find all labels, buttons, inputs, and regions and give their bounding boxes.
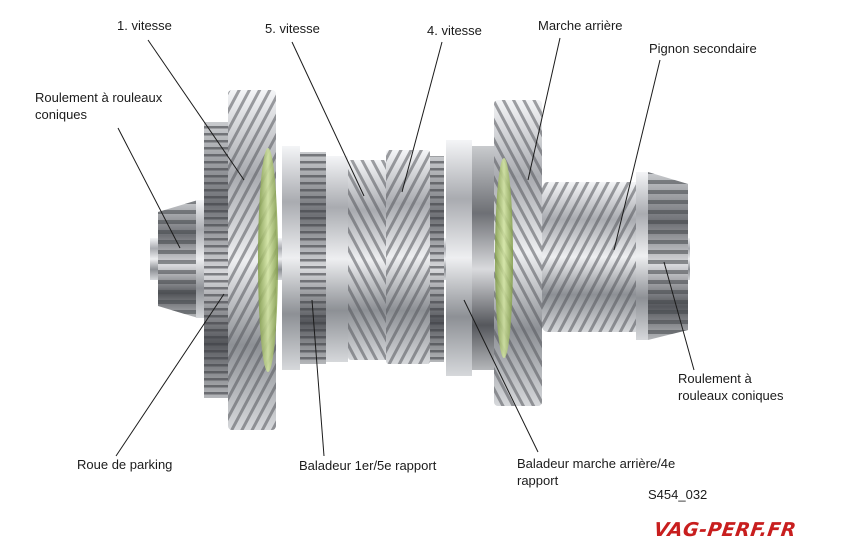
leader-first-gear xyxy=(147,39,245,181)
label-fourth-gear: 4. vitesse xyxy=(427,23,482,38)
secondary-pinion xyxy=(542,182,642,332)
leader-parking-wheel xyxy=(115,293,225,457)
figure-code: S454_032 xyxy=(648,487,708,502)
synchro-1-5 xyxy=(282,146,348,370)
leader-secondary-pinion xyxy=(613,59,661,251)
left-tapered-bearing xyxy=(158,200,210,318)
leader-reverse-gear xyxy=(527,37,561,181)
label-parking-wheel: Roue de parking xyxy=(77,457,173,472)
first-gear xyxy=(228,90,278,430)
fourth-gear xyxy=(386,150,430,364)
watermark-logo: VAG-PERF.FR xyxy=(652,519,798,541)
parking-wheel xyxy=(204,122,230,398)
leader-fifth-gear xyxy=(291,41,365,197)
label-tapered-bearing-right: Roulement à rouleaux coniques xyxy=(678,371,784,403)
right-tapered-bearing xyxy=(636,172,688,340)
label-secondary-pinion: Pignon secondaire xyxy=(649,41,757,56)
leader-synchro-1-5 xyxy=(311,299,325,457)
leader-tapered-bearing-right xyxy=(663,261,695,371)
label-reverse-gear: Marche arrière xyxy=(538,18,623,33)
label-tapered-bearing-left: Roulement à rouleaux coniques xyxy=(35,90,163,122)
fifth-gear xyxy=(348,160,388,360)
label-synchro-reverse-4: Baladeur marche arrière/4e rapport xyxy=(517,456,676,488)
label-synchro-1-5: Baladeur 1er/5e rapport xyxy=(299,458,437,473)
synchro-reverse-4 xyxy=(430,140,494,376)
leader-fourth-gear xyxy=(401,41,443,193)
label-fifth-gear: 5. vitesse xyxy=(265,21,320,36)
leader-synchro-reverse-4 xyxy=(463,299,539,453)
label-first-gear: 1. vitesse xyxy=(117,18,172,33)
leader-tapered-bearing-left xyxy=(117,127,181,249)
reverse-gear xyxy=(494,100,542,406)
leader-lines xyxy=(115,37,695,457)
